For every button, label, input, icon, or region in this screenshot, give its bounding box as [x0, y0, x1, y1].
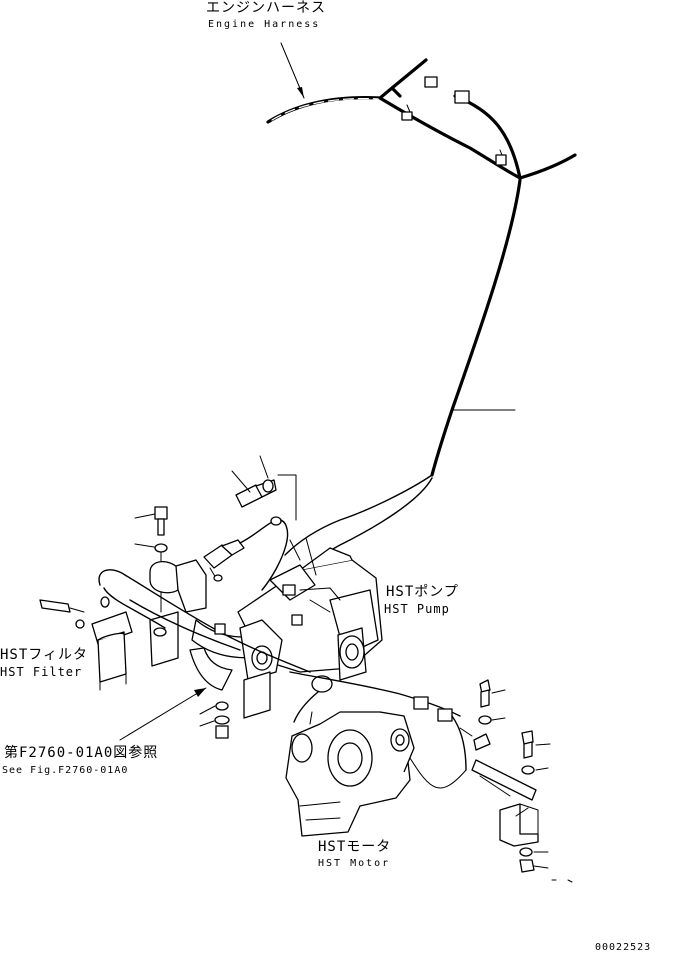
label-engine-harness-en: Engine Harness	[208, 19, 321, 30]
leader-see-fig	[119, 687, 207, 741]
hst-motor	[285, 711, 467, 837]
hst-pump-assembly	[98, 537, 383, 719]
pressure-sensor	[203, 516, 289, 591]
label-see-fig-en: See Fig.F2760-01A0	[2, 765, 129, 776]
cable-to-motor	[289, 671, 473, 771]
label-hst-filter-en: HST Filter	[0, 665, 83, 679]
leader-see-fig-arrowhead	[194, 688, 206, 697]
label-hst-motor-en: HST Motor	[318, 858, 391, 869]
bolt-upper	[231, 455, 297, 521]
label-see-fig-jp: 第F2760-01A0図参照	[4, 745, 159, 761]
bracket-assembly	[471, 679, 573, 883]
label-hst-filter-jp: HSTフィルタ	[0, 647, 89, 663]
hst-filter	[39, 599, 133, 691]
engine-harness	[266, 58, 577, 180]
label-engine-harness-jp: エンジンハーネス	[206, 0, 326, 16]
bolt-left-stack	[134, 506, 168, 613]
label-hst-pump-jp: HSTポンプ	[386, 584, 459, 600]
label-hst-motor-jp: HSTモータ	[318, 839, 392, 855]
bolt-lower-left	[199, 701, 230, 739]
leader-arrowhead	[297, 87, 304, 98]
drawing-number: 00022523	[595, 942, 652, 953]
main-cable	[284, 178, 522, 591]
label-hst-pump-en: HST Pump	[384, 602, 450, 616]
